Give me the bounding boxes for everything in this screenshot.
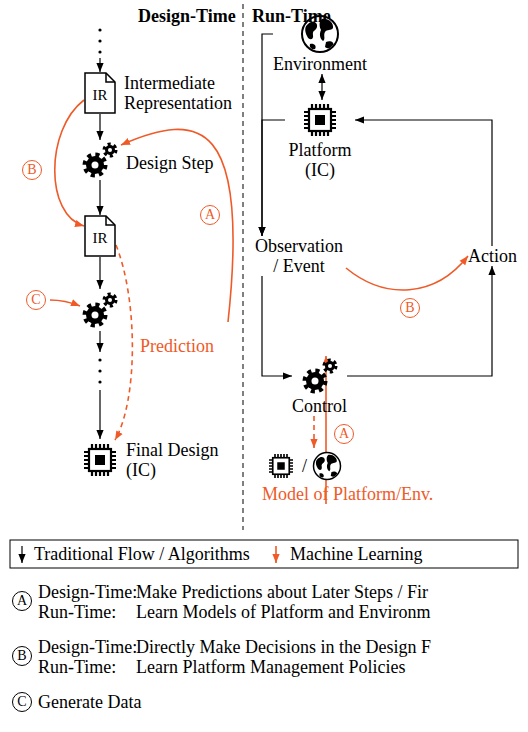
callout-letter: B — [12, 646, 32, 666]
model-node: Model of Platform/Env. — [262, 448, 433, 504]
list-text: Directly Make Decisions in the Design F — [136, 637, 431, 657]
flow-connector — [262, 120, 285, 236]
control-node: Control — [292, 356, 347, 416]
ml-arrow — [50, 300, 80, 306]
list-key: Run-Time: — [38, 657, 116, 677]
flow-connector — [355, 120, 492, 246]
legend-arrow — [275, 546, 277, 563]
legend-text: Traditional Flow / Algorithms — [34, 544, 250, 564]
separator: / — [302, 456, 307, 476]
globe-icon — [312, 451, 342, 481]
flow-connector — [321, 74, 322, 100]
ml-connector — [55, 100, 84, 226]
column-heading: Run-Time — [252, 6, 331, 26]
edge-label: Prediction — [140, 336, 214, 356]
legend-arrow — [21, 546, 22, 563]
ml-connector — [115, 245, 132, 440]
list-text: Learn Models of Platform and Environm — [136, 602, 430, 622]
node-label: Design Step — [126, 153, 236, 173]
list-key: Design-Time: — [38, 582, 137, 602]
chip-icon — [80, 440, 120, 480]
list-text: Make Predictions about Later Steps / Fir — [136, 582, 428, 602]
node-label: Observation / Event — [252, 236, 346, 276]
gear-icon — [85, 295, 116, 326]
callout-letter: B — [400, 298, 420, 318]
column-heading: Design-Time — [138, 6, 236, 26]
divider — [243, 4, 244, 530]
flow-connector — [347, 266, 492, 376]
list-text: Generate Data — [38, 692, 141, 712]
list-key: Design-Time: — [38, 637, 137, 657]
list-text: Learn Platform Management Policies — [136, 657, 405, 677]
list-key: Run-Time: — [38, 602, 116, 622]
callout-letter: A — [12, 591, 32, 611]
node-label: Model of Platform/Env. — [262, 484, 433, 504]
platform-node: Platform (IC) — [285, 100, 355, 180]
chip-icon — [300, 100, 340, 140]
icon-row — [262, 448, 433, 484]
node-label: Intermediate Representation — [124, 73, 238, 113]
icon-label: IR — [84, 229, 116, 247]
chip-icon — [266, 451, 296, 481]
legend-text: Machine Learning — [290, 544, 422, 564]
callout-letter: B — [22, 160, 42, 180]
flow-connector — [262, 34, 273, 236]
flow-connector — [99, 180, 100, 215]
chip-node: Final Design (IC) — [80, 440, 120, 480]
gear-icon — [300, 356, 340, 396]
action-node: Action — [468, 246, 517, 266]
ml-connector — [313, 416, 315, 448]
node-label: Environment — [273, 54, 367, 74]
icon-label: IR — [84, 86, 116, 104]
legend-box — [10, 540, 518, 568]
document-node: IRIntermediate Representation — [84, 72, 116, 114]
gear-icon — [80, 140, 120, 180]
callout-letter: C — [12, 692, 32, 712]
document-node: IR — [84, 215, 116, 257]
event-node: Observation / Event — [252, 236, 346, 276]
callout-letter: C — [26, 290, 46, 310]
node-label: Action — [468, 246, 517, 266]
ml-connector — [346, 256, 468, 290]
callout-letter: A — [200, 205, 220, 225]
node-label: Final Design (IC) — [126, 440, 226, 480]
flow-connector — [99, 114, 100, 140]
ml-connector — [325, 356, 327, 504]
flow-connector — [262, 276, 292, 376]
callout-letter: A — [334, 424, 354, 444]
node-label: Control — [292, 396, 347, 416]
node-label: Platform (IC) — [285, 140, 355, 180]
design-step: Design Step — [80, 140, 120, 180]
